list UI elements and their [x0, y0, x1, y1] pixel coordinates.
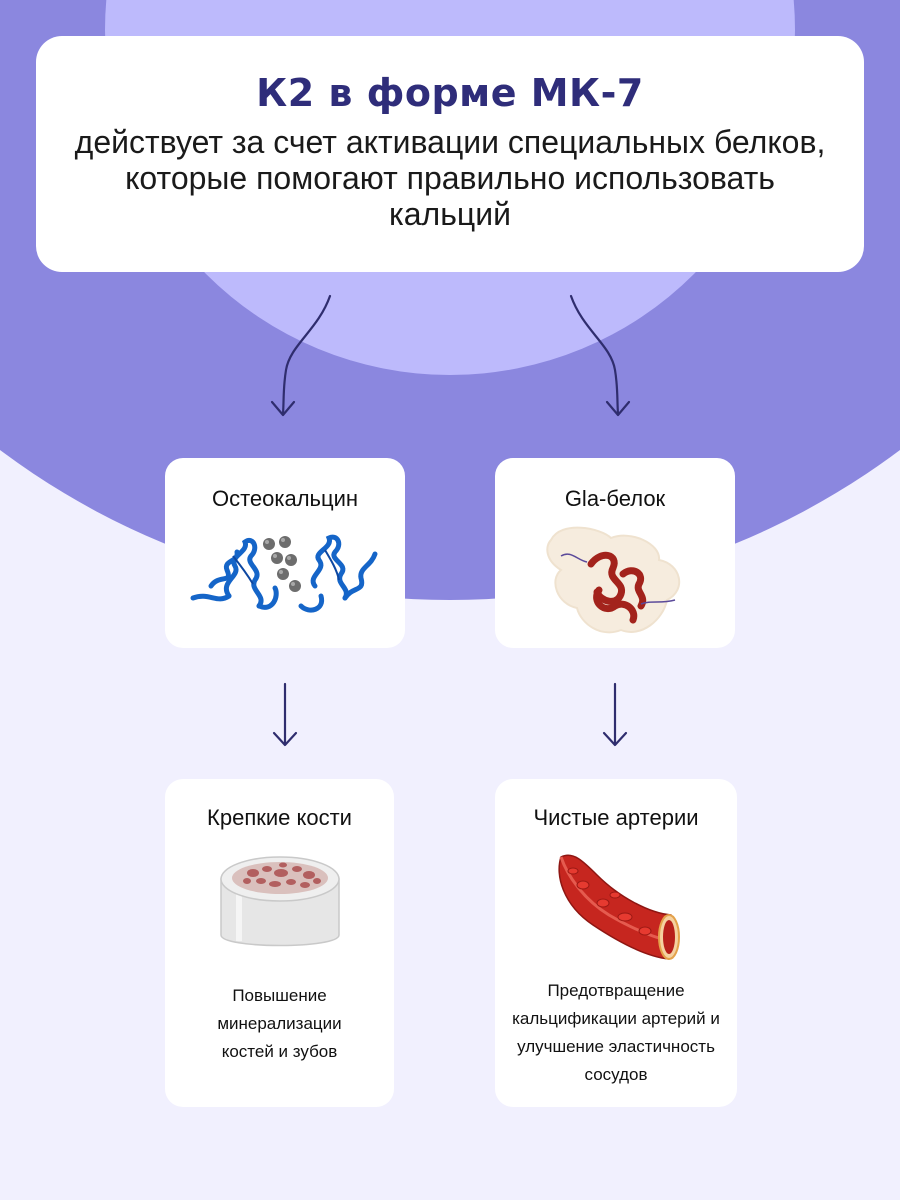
gla-protein-card: Gla-белок: [495, 458, 735, 648]
gla-protein-title: Gla-белок: [564, 486, 666, 511]
artery-icon: [558, 854, 680, 960]
strong-bones-card: Крепкие кости Повышение минерализации ко…: [165, 779, 394, 1107]
clean-arteries-title: Чистые артерии: [533, 805, 699, 830]
strong-bones-text: Повышение минерализации костей и зубов: [217, 986, 342, 1061]
header-title: К2 в форме МК-7: [256, 71, 644, 115]
bone-cross-section-icon: [220, 856, 340, 947]
gla-protein-icon: [546, 526, 681, 634]
header-description: действует за счет активации специальных …: [74, 124, 826, 232]
strong-bones-title: Крепкие кости: [207, 805, 352, 830]
clean-arteries-card: Чистые артерии Предотвращение кальцифика…: [495, 779, 737, 1107]
osteocalcin-card: Остеокальцин: [165, 458, 405, 648]
osteocalcin-title: Остеокальцин: [211, 486, 359, 511]
header-card: К2 в форме МК-7 действует за счет актива…: [36, 36, 864, 272]
clean-arteries-text: Предотвращение кальцификации артерий и у…: [512, 981, 720, 1084]
osteocalcin-protein-icon: [190, 534, 378, 613]
